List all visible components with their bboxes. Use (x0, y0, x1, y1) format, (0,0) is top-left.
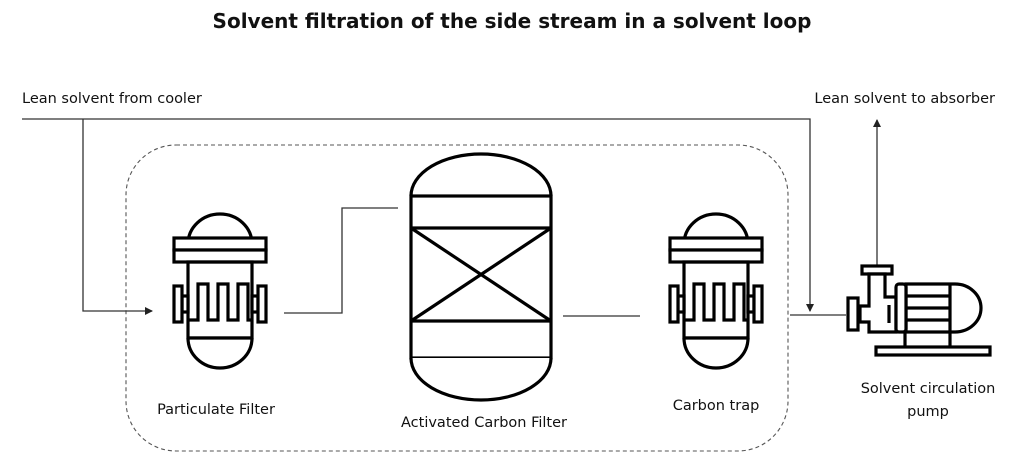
diagram-title: Solvent filtration of the side stream in… (213, 9, 812, 33)
carbon-trap (668, 212, 764, 370)
side-stream-boundary (125, 144, 789, 452)
activated-carbon-filter-label: Activated Carbon Filter (401, 415, 567, 431)
carbon-trap-label: Carbon trap (673, 398, 760, 414)
particulate-filter-label: Particulate Filter (157, 402, 275, 418)
packed-bed-vessel-icon (409, 152, 553, 402)
activated-carbon-filter (409, 152, 553, 402)
main-bypass-line (22, 118, 814, 312)
outlet-stream-label: Lean solvent to absorber (814, 91, 995, 107)
pump-label-line1: Solvent circulation (861, 381, 996, 397)
piping (22, 118, 881, 317)
cartridge-filter-icon (668, 212, 764, 370)
pf-to-acf-line (284, 207, 398, 314)
solvent-circulation-pump (846, 264, 992, 357)
pump-label-line2: pump (907, 404, 949, 420)
inlet-branch-line (82, 119, 153, 315)
cartridge-filter-icon (172, 212, 268, 370)
particulate-filter (172, 212, 268, 370)
centrifugal-pump-icon (846, 264, 992, 357)
inlet-stream-label: Lean solvent from cooler (22, 91, 202, 107)
